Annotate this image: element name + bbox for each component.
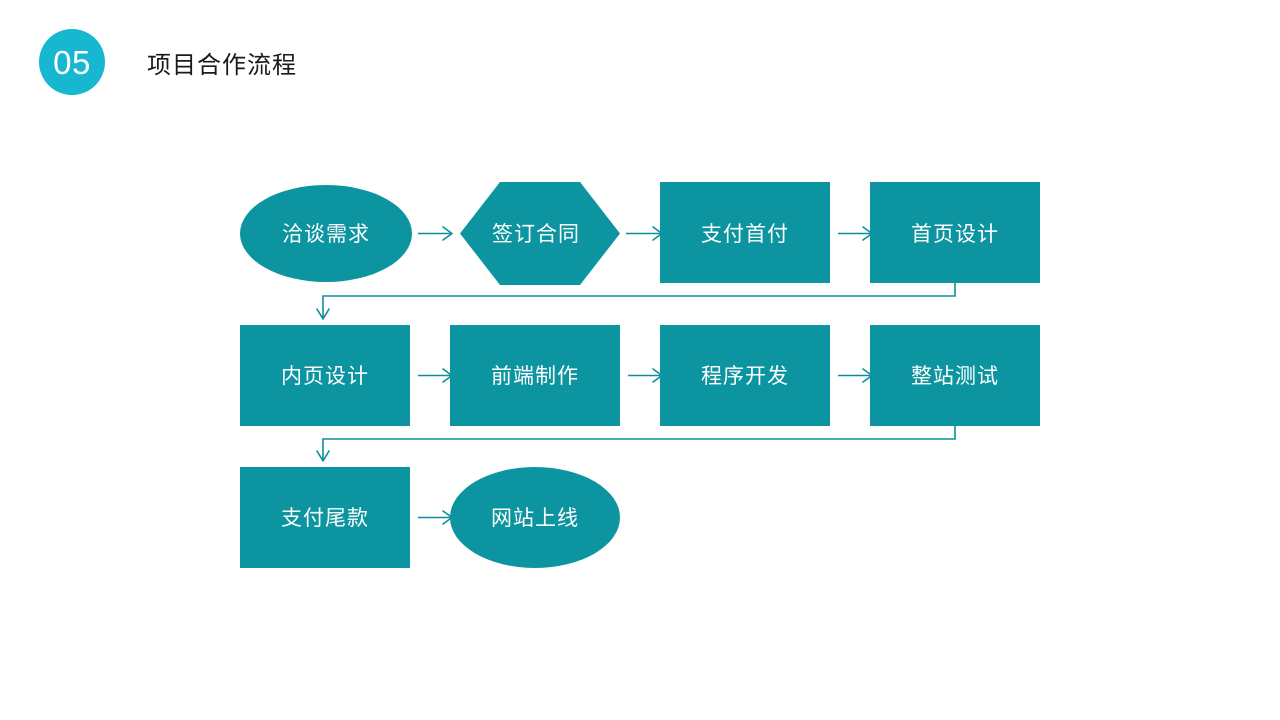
node-n7[interactable]: 程序开发	[660, 325, 830, 426]
edge-n9-n10	[418, 510, 453, 525]
node-label: 网站上线	[491, 506, 579, 530]
node-shape-rect	[240, 325, 410, 426]
node-label: 洽谈需求	[282, 222, 370, 246]
node-label: 整站测试	[911, 364, 999, 388]
node-label: 前端制作	[491, 364, 579, 388]
page-title: 项目合作流程	[147, 50, 297, 79]
node-shape-rect	[870, 325, 1040, 426]
node-shape-ellipse	[450, 467, 620, 568]
edge-n8-n9-wrap	[316, 426, 956, 462]
node-n9[interactable]: 支付尾款	[240, 467, 410, 568]
node-n5[interactable]: 内页设计	[240, 325, 410, 426]
node-n8[interactable]: 整站测试	[870, 325, 1040, 426]
node-n4[interactable]: 首页设计	[870, 182, 1040, 283]
node-n1[interactable]: 洽谈需求	[240, 185, 412, 282]
edge-n5-n6	[418, 368, 453, 383]
node-label: 签订合同	[492, 222, 580, 246]
node-shape-rect	[660, 182, 830, 283]
node-shape-rect	[870, 182, 1040, 283]
edge-n4-n5-wrap	[316, 283, 956, 320]
edge-n2-n3	[626, 226, 663, 241]
slide-header: 05 项目合作流程	[39, 29, 297, 95]
node-n2[interactable]: 签订合同	[460, 182, 620, 285]
node-shape-rect	[660, 325, 830, 426]
node-n6[interactable]: 前端制作	[450, 325, 620, 426]
node-label: 内页设计	[281, 364, 369, 388]
node-label: 首页设计	[911, 222, 999, 246]
edge-n1-n2	[418, 226, 453, 241]
edge-n7-n8	[838, 368, 873, 383]
section-number-text: 05	[53, 43, 91, 81]
node-shape-ellipse	[240, 185, 412, 282]
node-n10[interactable]: 网站上线	[450, 467, 620, 568]
section-number-badge: 05	[39, 29, 105, 95]
node-label: 程序开发	[701, 364, 789, 388]
node-label: 支付尾款	[281, 506, 369, 530]
node-shape-hexagon	[460, 182, 620, 285]
edge-n6-n7	[628, 368, 663, 383]
node-shape-rect	[240, 467, 410, 568]
node-label: 支付首付	[701, 222, 789, 246]
node-shape-rect	[450, 325, 620, 426]
edge-n3-n4	[838, 226, 873, 241]
node-n3[interactable]: 支付首付	[660, 182, 830, 283]
